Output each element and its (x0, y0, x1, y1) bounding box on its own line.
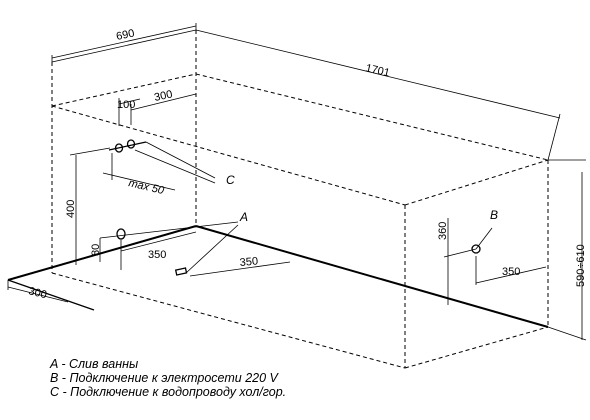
label-max-50: max 50 (127, 177, 166, 197)
dimension-400: 400 (65, 147, 111, 265)
label-350-elec: 350 (502, 266, 520, 278)
legend-item-a: A - Слив ванны (50, 357, 139, 371)
water-connection-c: 100 300 max 50 C (102, 88, 235, 197)
label-350-front: 350 (239, 255, 258, 269)
dimension-1701: 1701 (195, 29, 561, 161)
marker-a: A (239, 210, 248, 224)
marker-c: C (226, 173, 235, 187)
label-300-top: 300 (153, 88, 173, 104)
dimension-300-side: 300 (7, 280, 69, 303)
marker-b: B (490, 208, 498, 222)
floor-lines (7, 225, 549, 328)
label-590-610: 590÷610 (575, 244, 587, 287)
label-100: 100 (117, 99, 135, 111)
label-690: 690 (115, 27, 135, 43)
label-80: 80 (90, 244, 102, 256)
dimension-690: 690 (51, 23, 197, 62)
bathtub-outline (51, 73, 549, 369)
label-360: 360 (437, 222, 449, 240)
drain-a: 80 350 350 A (90, 210, 291, 277)
label-400: 400 (65, 200, 77, 218)
label-350-drain: 350 (148, 249, 166, 261)
label-300-side: 300 (27, 285, 48, 301)
dimension-height: 590÷610 (547, 159, 587, 341)
legend-item-c: C - Подключение к водопроводу хол/гор. (50, 385, 287, 399)
electrical-b: 360 350 B (437, 208, 547, 305)
legend: A - Слив ванны B - Подключение к электро… (50, 357, 286, 399)
legend-item-b: B - Подключение к электросети 220 V (50, 371, 278, 385)
wall-outline (51, 29, 197, 273)
label-1701: 1701 (364, 62, 391, 79)
